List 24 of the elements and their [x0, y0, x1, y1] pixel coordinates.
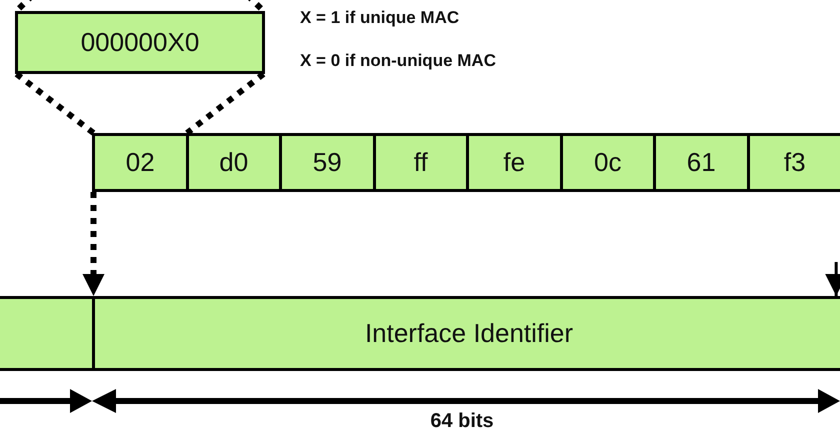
- field-box: [92, 296, 840, 371]
- field-text: 02: [126, 147, 155, 178]
- field-text: 000000X0: [80, 27, 200, 58]
- byte-cell: [653, 133, 750, 192]
- field-text: f3: [784, 147, 806, 178]
- byte-cell: [92, 133, 188, 192]
- dimension-label: 64 bits: [430, 410, 494, 433]
- field-text: ff: [414, 147, 428, 178]
- field-text: 61: [686, 147, 716, 178]
- field-box: [0, 296, 95, 371]
- dotted-line: [185, 72, 266, 136]
- field-text: fe: [503, 147, 526, 178]
- field-text: d0: [219, 147, 248, 178]
- arrow: [82, 192, 104, 296]
- byte-cell: [466, 133, 562, 192]
- note-text: X = 0 if non-unique MAC: [300, 51, 496, 71]
- dotted-line: [14, 72, 96, 136]
- field-box: [15, 11, 265, 74]
- arrow: [825, 262, 840, 296]
- field-text: 59: [312, 147, 342, 178]
- field-text: Interface Identifier: [364, 318, 574, 349]
- field-text: 0c: [594, 147, 622, 178]
- note-text: X = 1 if unique MAC: [300, 8, 460, 28]
- byte-cell: [279, 133, 376, 192]
